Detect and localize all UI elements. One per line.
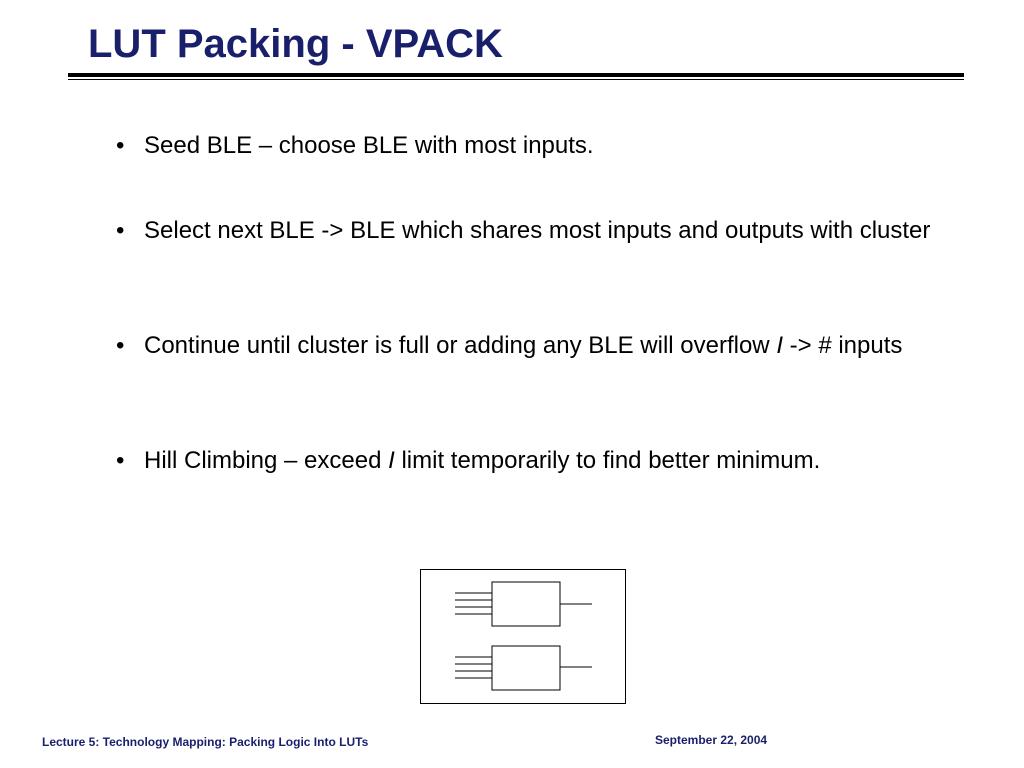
bullet-text-italic: I (388, 447, 395, 474)
ble-block-bottom (455, 645, 592, 691)
footer-lecture-title: Lecture 5: Technology Mapping: Packing L… (42, 735, 369, 749)
bullet-text: limit temporarily to find better minimum… (394, 447, 821, 474)
bullet-item: • Seed BLE – choose BLE with most inputs… (116, 131, 994, 161)
title-underline (68, 73, 964, 80)
footer-date: September 22, 2004 (655, 733, 768, 747)
cluster-diagram (420, 569, 626, 704)
bullet-text: Hill Climbing – exceed (144, 447, 389, 474)
bullet-text: Select next BLE -> BLE which shares most… (144, 217, 931, 244)
bullet-item: • Select next BLE -> BLE which shares mo… (116, 216, 994, 246)
bullet-dot: • (116, 447, 125, 474)
bullet-item: • Hill Climbing – exceed I limit tempora… (116, 446, 994, 476)
bullet-dot: • (116, 132, 125, 159)
bullet-text: -> # inputs (782, 332, 903, 359)
bullet-text: Continue until cluster is full or adding… (144, 332, 777, 359)
bullet-dot: • (116, 217, 125, 244)
bullet-dot: • (116, 332, 125, 359)
cluster-outline (420, 569, 626, 704)
bullet-list: • Seed BLE – choose BLE with most inputs… (116, 131, 994, 476)
bullet-text-italic: I (776, 332, 783, 359)
slide-title: LUT Packing - VPACK (88, 22, 503, 66)
ble-block-top (455, 581, 592, 627)
bullet-item: • Continue until cluster is full or addi… (116, 331, 994, 361)
lut-box (491, 581, 561, 627)
bullet-text: Seed BLE – choose BLE with most inputs. (144, 132, 594, 159)
lut-box (491, 645, 561, 691)
